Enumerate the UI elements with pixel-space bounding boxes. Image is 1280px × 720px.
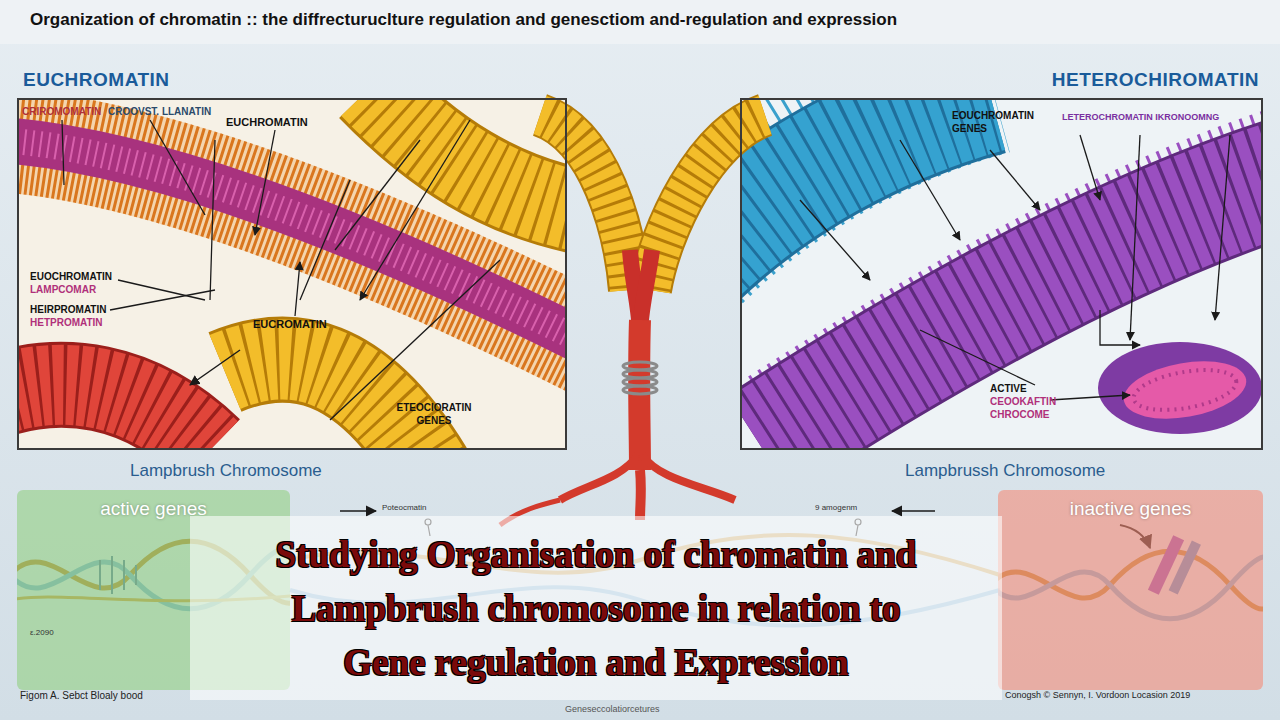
diagram-title: Organization of chromatin :: the diffrec… — [30, 10, 897, 30]
part-label: EOUCHROMATIN GENES — [952, 110, 1056, 135]
leader-line — [62, 120, 64, 185]
part-label: EUCHROMATIN — [226, 116, 308, 130]
caption-text: Studying Organisation of chromatin and L… — [246, 528, 946, 690]
leader-line — [210, 140, 215, 300]
red-root — [560, 455, 638, 500]
leader-line — [330, 260, 500, 420]
leader-line — [190, 350, 240, 385]
coil-shadow — [540, 115, 630, 290]
leader-line — [1050, 395, 1130, 400]
panel-subtitle: Lampbrussh Chromosome — [905, 460, 1105, 481]
part-label: EUCROMATIN — [253, 318, 327, 332]
title-band — [0, 0, 1280, 44]
caption-banner: Studying Organisation of chromatin and L… — [190, 516, 1002, 700]
leader-line — [118, 280, 205, 300]
coil-shadow — [17, 385, 210, 450]
leader-line — [900, 140, 960, 240]
note-text: ε.2090 — [30, 628, 54, 638]
leader-line — [335, 140, 420, 250]
part-label: CROOVST. LLANATIN — [108, 106, 211, 119]
node-heading: inactive genes — [998, 498, 1263, 520]
purple-coil — [760, 175, 1263, 445]
part-label: LAMPCOMAR — [30, 284, 96, 297]
note-text: 9 amogenm — [815, 503, 857, 513]
coil-shadow — [650, 115, 765, 290]
red-stem — [640, 250, 652, 330]
pointer-arrow — [340, 510, 376, 512]
note-text: Poteocmatin — [382, 503, 426, 513]
part-label: LETEROCHROMATIN IKRONOOMNG — [1062, 112, 1219, 123]
red-coil — [17, 385, 210, 450]
part-label: EUOCHROMATIN — [30, 271, 112, 284]
part-label: CEOOKAFTIN — [990, 396, 1056, 409]
coil-ring — [623, 386, 657, 394]
part-label: HETPROMATIN — [30, 317, 103, 330]
note-text: Conogsh © Sennyn, I. Vordoon Locasion 20… — [1005, 690, 1190, 701]
part-label: ACTIVE — [990, 383, 1027, 396]
node-heading: EUCHROMATIN — [23, 69, 170, 91]
red-root — [635, 470, 646, 520]
leader-line — [1130, 135, 1140, 340]
node-heading: HETEROCHIROMATIN — [1052, 69, 1259, 91]
leader-line — [920, 330, 1035, 385]
note-text: Figom A. Sebct Bloaly bood — [20, 690, 143, 703]
part-label: ETEOCIORATIN GENES — [388, 402, 480, 427]
leader-line — [150, 120, 205, 215]
chromosome-blob — [1098, 342, 1262, 434]
coil-shadow — [370, 98, 567, 215]
leader-line — [295, 262, 300, 316]
chromosome-core — [1119, 353, 1250, 428]
panel-subtitle: Lampbrush Chromosome — [130, 460, 322, 481]
part-label: HEIRPROMATIN — [30, 304, 106, 317]
chromosome-dots — [1131, 363, 1240, 417]
leader-line — [990, 150, 1040, 210]
yellow-coil — [370, 98, 567, 215]
yellow-arm — [650, 115, 765, 290]
leader-line — [800, 200, 870, 280]
note-text: Geneseccolatiorcetures — [565, 704, 660, 715]
leader-line — [360, 120, 470, 300]
part-label: CHROCOME — [990, 409, 1049, 422]
leader-line — [1215, 135, 1230, 320]
gene-box: inactive genes — [998, 490, 1263, 690]
yellow-arm — [540, 115, 630, 290]
red-root — [642, 455, 735, 500]
leader-line — [255, 130, 275, 235]
part-label: CRIROMOMATIN — [22, 106, 101, 119]
leader-line — [1080, 135, 1100, 200]
pointer-arrow — [892, 510, 935, 512]
leader-line — [110, 290, 215, 310]
coil-shadow — [760, 175, 1263, 445]
leader-line — [1100, 310, 1140, 345]
